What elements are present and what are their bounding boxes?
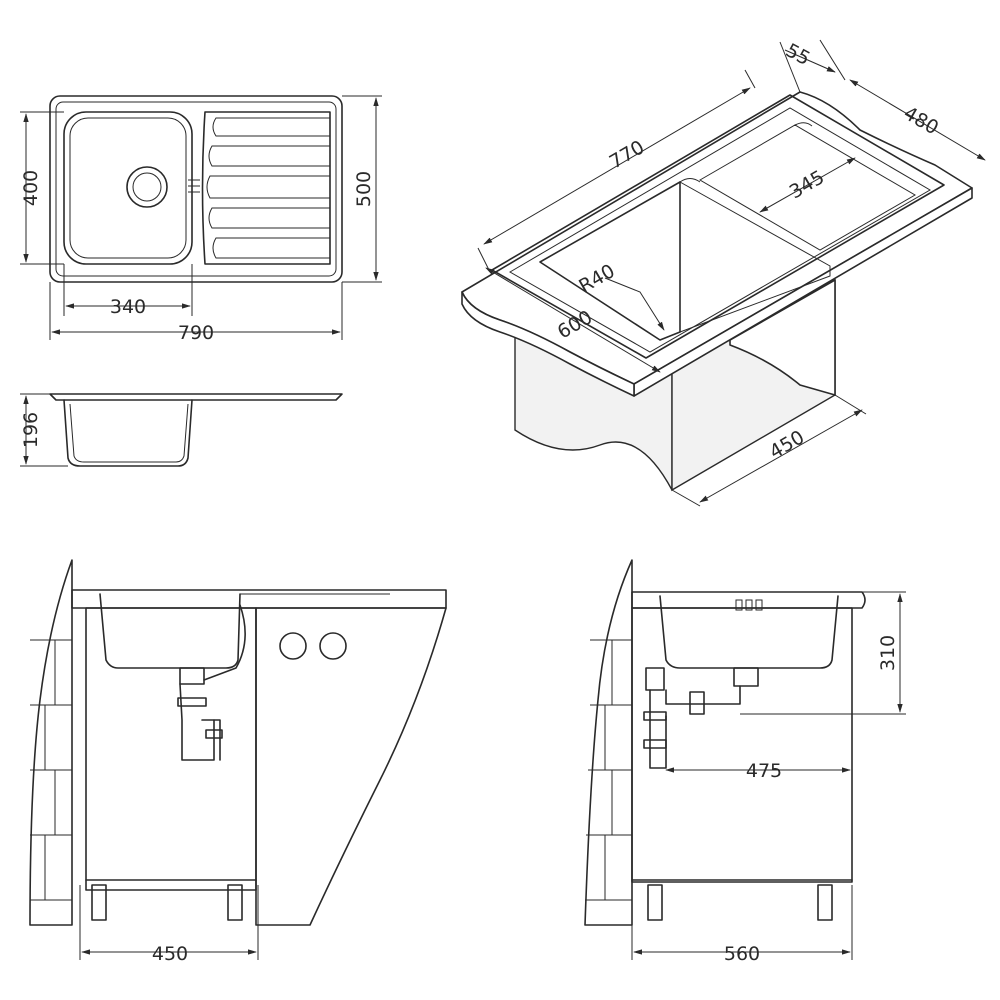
bowl-outline <box>63 111 193 265</box>
side-install-view <box>584 559 906 960</box>
dim-400: 400 <box>20 170 42 206</box>
dim-500: 500 <box>353 171 375 207</box>
dim-196: 196 <box>20 412 42 448</box>
dim-770: 770 <box>606 136 648 173</box>
dim-310: 310 <box>877 635 899 671</box>
dim-790: 790 <box>178 322 214 344</box>
front-install-view <box>29 559 447 960</box>
dim-560: 560 <box>724 943 760 965</box>
drainer-ribs <box>206 117 331 259</box>
top-view-labels: 400 500 340 790 <box>20 170 375 344</box>
drain-icon <box>126 166 168 208</box>
dim-475: 475 <box>746 760 782 782</box>
dim-450-front: 450 <box>152 943 188 965</box>
perspective-view <box>461 39 986 507</box>
top-view <box>20 95 382 340</box>
side-profile <box>20 393 343 467</box>
dim-340: 340 <box>110 296 146 318</box>
side-install-labels: 310 475 560 <box>724 635 899 965</box>
dim-480: 480 <box>900 102 942 139</box>
drainer-outline <box>201 111 331 265</box>
dim-55: 55 <box>782 39 814 70</box>
